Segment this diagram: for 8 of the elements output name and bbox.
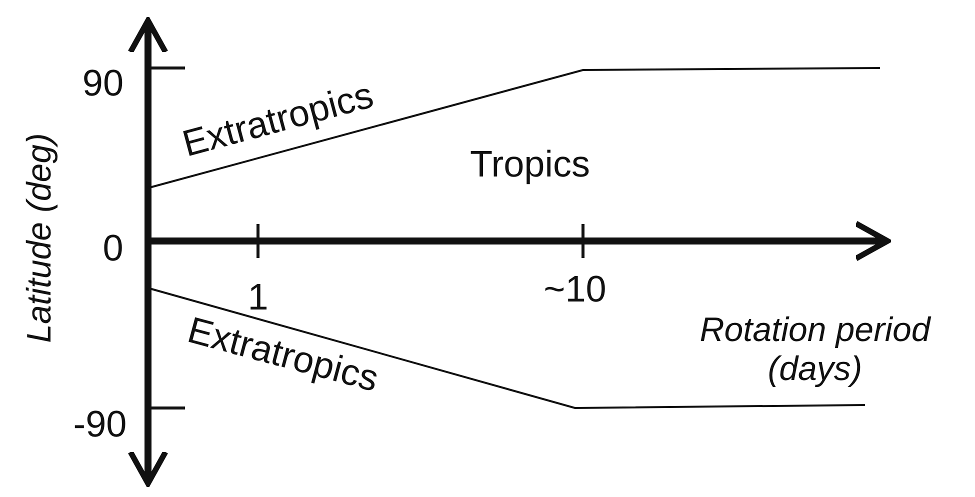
region-label: Tropics: [470, 144, 590, 186]
tick-label: -90: [73, 404, 127, 446]
axis-title: Latitude (deg): [20, 133, 60, 343]
tick-label: 90: [82, 62, 124, 106]
axis-title: Rotation period (days): [698, 310, 932, 390]
tick-label: 1: [248, 276, 268, 318]
tick-label: ~10: [544, 268, 606, 312]
tick-label: 0: [102, 228, 124, 270]
